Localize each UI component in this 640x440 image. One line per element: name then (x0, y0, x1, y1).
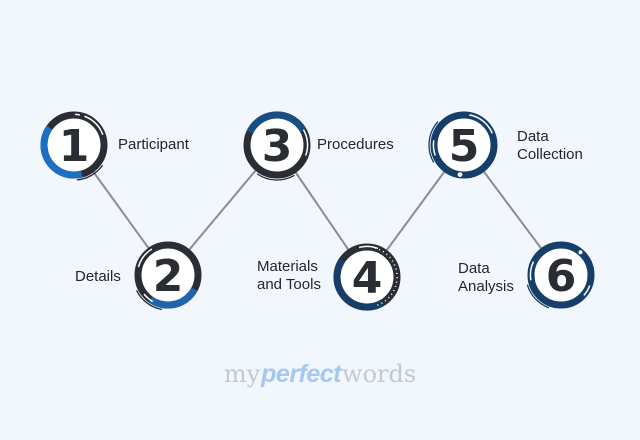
step-label-line: Materials (257, 258, 318, 275)
step-number: 2 (153, 251, 184, 302)
myperfectwords-logo: myperfectwords (224, 360, 416, 389)
shine-arc-small (136, 243, 200, 307)
shine-arc (42, 113, 106, 177)
step-label-line: Details (75, 268, 121, 285)
step-number: 5 (449, 121, 480, 172)
logo-part-words: words (342, 360, 417, 388)
step-label-materials-and-tools: Materials and Tools (257, 258, 321, 294)
step-label-details: Details (75, 268, 121, 286)
step-label-line: and Tools (257, 276, 321, 293)
shine-arc-small (529, 243, 593, 307)
step-circle-6: 6 (525, 239, 597, 311)
step-label-line: Collection (517, 146, 583, 163)
shine-arc (335, 245, 399, 309)
shine-arc-small (432, 113, 496, 177)
outer-swoosh-arc (38, 109, 110, 181)
step-circle-5: 5 (428, 109, 500, 181)
step-label-participant: Participant (118, 136, 189, 154)
step-label-procedures: Procedures (317, 136, 394, 154)
step-label-line: Analysis (458, 278, 514, 295)
logo-part-perfect: perfect (261, 360, 342, 388)
step-number: 1 (59, 121, 90, 172)
ring-dot (457, 172, 463, 177)
step-circle-4: 4 (333, 243, 401, 311)
step-label-data-analysis: Data Analysis (458, 260, 514, 296)
step-label-line: Participant (118, 136, 189, 153)
ring-dot (578, 250, 583, 255)
step-number: 4 (352, 253, 383, 304)
step-label-line: Procedures (317, 136, 394, 153)
step-label-line: Data (517, 128, 549, 145)
step-number: 3 (262, 121, 293, 172)
step-circle-2: 2 (132, 239, 204, 311)
logo-part-my: my (223, 360, 261, 388)
step-circle-3: 3 (241, 109, 313, 181)
dotted-arc (374, 247, 398, 306)
step-label-line: Data (458, 260, 490, 277)
step-circle-1: 1 (38, 109, 110, 181)
step-number: 6 (546, 251, 577, 302)
step-label-data-collection: Data Collection (517, 128, 583, 164)
shine-arc (529, 243, 593, 307)
